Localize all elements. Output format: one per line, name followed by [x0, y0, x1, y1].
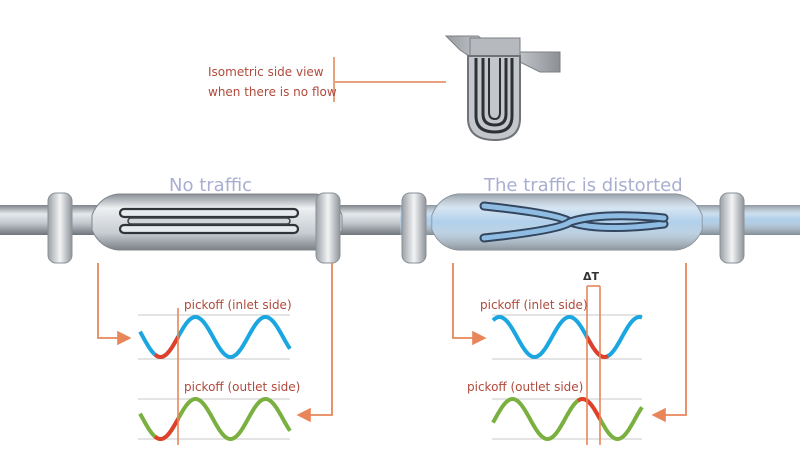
right-meter	[431, 193, 703, 251]
right-connector-arrows	[452, 263, 687, 423]
callout-line-2: when there is no flow	[208, 85, 337, 99]
flanges	[47, 192, 745, 264]
callout-bracket	[333, 57, 446, 102]
right-outlet-wave	[491, 397, 644, 441]
left-outlet-wave	[138, 397, 292, 441]
right-inlet-label: pickoff (inlet side)	[480, 298, 588, 312]
callout-line-1: Isometric side view	[208, 65, 324, 79]
right-inlet-wave-highlight	[585, 336, 609, 359]
left-outlet-wave-highlight	[153, 418, 180, 441]
right-outlet-wave-highlight	[576, 397, 602, 420]
isometric-meter-illustration	[444, 35, 561, 142]
right-outlet-label: pickoff (outlet side)	[467, 380, 584, 394]
right-inlet-wave	[491, 315, 643, 359]
left-outlet-label: pickoff (outlet side)	[184, 380, 301, 394]
right-heading: The traffic is distorted	[484, 175, 683, 196]
left-meter	[91, 193, 343, 251]
phase-markers	[177, 285, 601, 445]
left-inlet-label: pickoff (inlet side)	[184, 298, 292, 312]
waveforms	[138, 315, 644, 441]
left-inlet-wave	[138, 315, 292, 359]
left-heading: No traffic	[169, 175, 252, 196]
left-inlet-wave-highlight	[153, 336, 180, 359]
left-connector-arrows	[97, 263, 333, 423]
delta-t-label: ΔT	[583, 270, 600, 283]
